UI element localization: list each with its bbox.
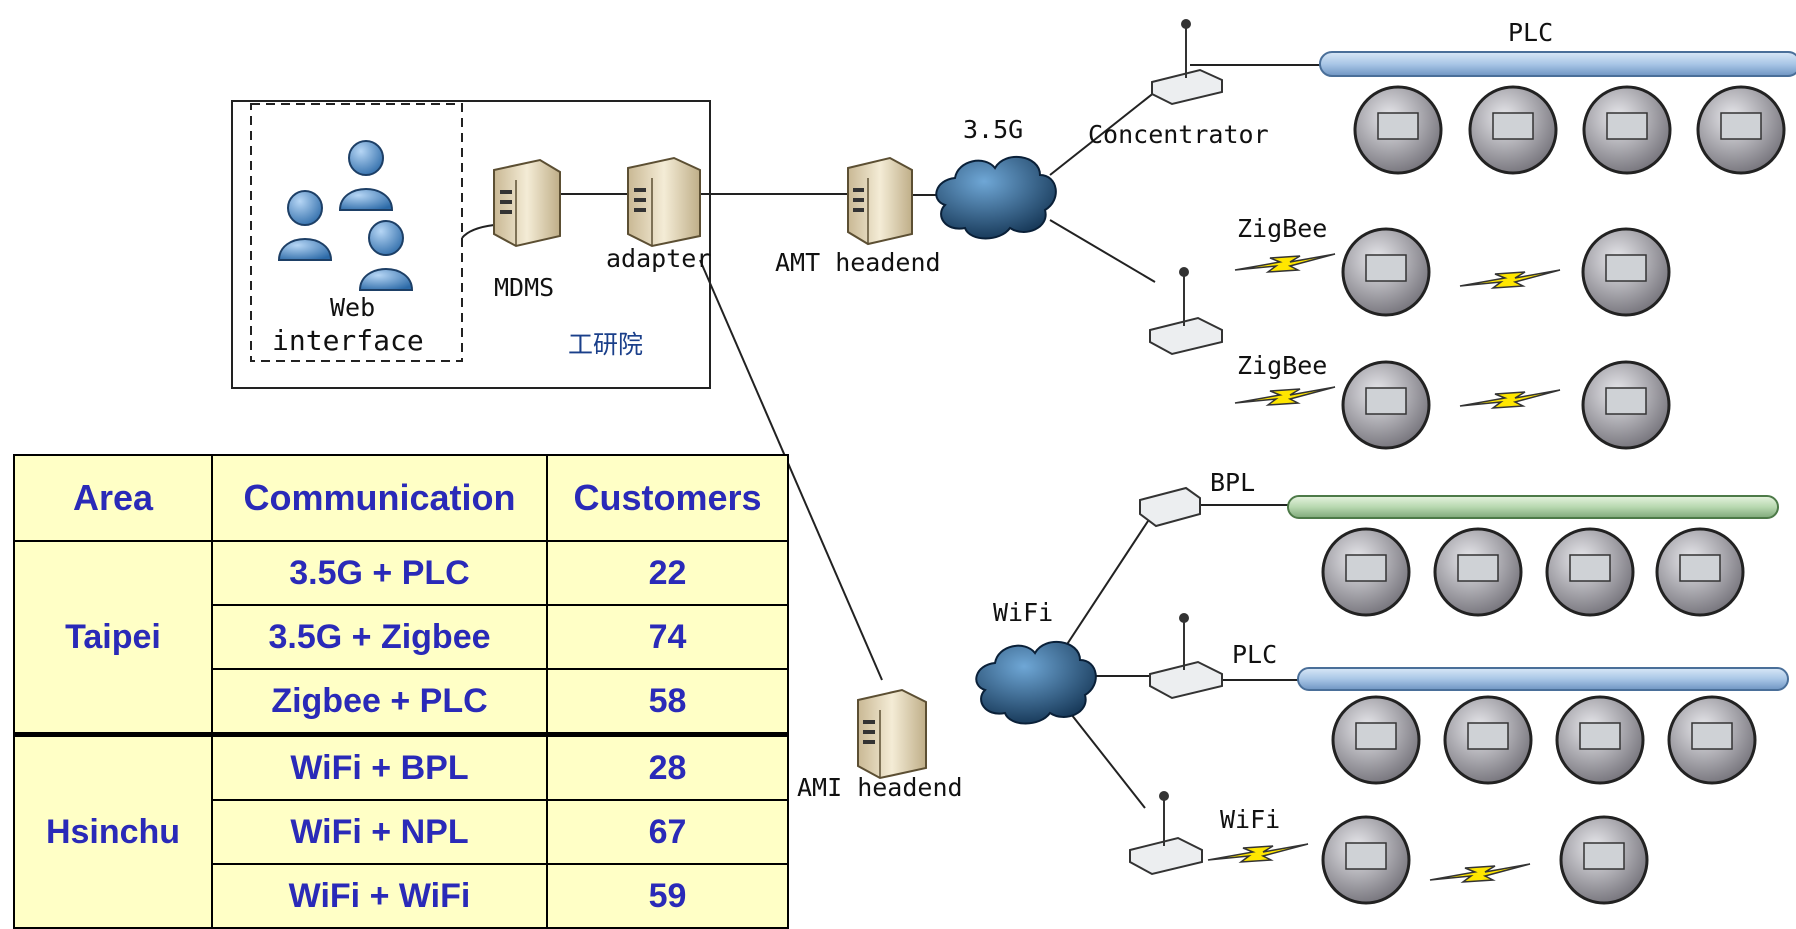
concentrator-label: Concentrator bbox=[1088, 120, 1269, 149]
plc-top-label: PLC bbox=[1508, 18, 1554, 47]
web-label: Web bbox=[330, 293, 376, 322]
communication-cell: 3.5G + PLC bbox=[211, 540, 548, 606]
communication-cell: 3.5G + Zigbee bbox=[211, 604, 548, 670]
header-customers: Customers bbox=[546, 454, 789, 542]
bpl-label: BPL bbox=[1210, 468, 1256, 497]
deployment-table: Area Communication Customers Taipei 3.5G… bbox=[13, 454, 789, 929]
area-cell: Taipei bbox=[13, 540, 213, 736]
ami-headend-server-icon bbox=[857, 688, 927, 780]
network-3-5g-label: 3.5G bbox=[963, 115, 1024, 144]
customers-cell: 67 bbox=[546, 799, 789, 865]
cloud-wifi-icon bbox=[975, 640, 1097, 725]
amt-headend-label: AMT headend bbox=[775, 248, 941, 277]
customers-cell: 74 bbox=[546, 604, 789, 670]
header-area: Area bbox=[13, 454, 213, 542]
communication-cell: Zigbee + PLC bbox=[211, 668, 548, 736]
wifi-cloud-label: WiFi bbox=[993, 598, 1054, 627]
table-row: WiFi + WiFi 59 bbox=[14, 863, 789, 929]
plc-access-point-icon bbox=[1149, 613, 1223, 700]
web-interface-box bbox=[250, 103, 463, 362]
user-group-icon bbox=[277, 140, 414, 291]
amt-headend-server-icon bbox=[847, 156, 913, 246]
concentrator-antenna-icon bbox=[1151, 19, 1223, 106]
customers-cell: 58 bbox=[546, 668, 789, 736]
table-header-row: Area Communication Customers bbox=[13, 454, 789, 542]
plc-top-line bbox=[1319, 51, 1796, 77]
communication-cell: WiFi + NPL bbox=[211, 799, 548, 865]
zigbee-label-2: ZigBee bbox=[1237, 351, 1328, 380]
communication-cell: WiFi + WiFi bbox=[211, 863, 548, 929]
network-links bbox=[461, 64, 1328, 809]
mdms-server-icon bbox=[493, 158, 561, 248]
plc-bottom-line bbox=[1297, 667, 1789, 691]
adapter-label: adapter bbox=[606, 244, 712, 273]
meter-displays bbox=[1345, 112, 1762, 870]
area-cell: Hsinchu bbox=[13, 732, 213, 929]
table-row: Hsinchu WiFi + BPL 28 bbox=[13, 732, 789, 929]
mdms-label: MDMS bbox=[494, 273, 555, 302]
communication-cell: WiFi + BPL bbox=[211, 732, 548, 801]
zigbee-access-point-icon bbox=[1149, 267, 1223, 356]
bpl-line bbox=[1287, 495, 1779, 519]
table-row: WiFi + NPL 67 bbox=[14, 799, 789, 865]
table-row: Zigbee + PLC 58 bbox=[14, 668, 789, 736]
customers-cell: 22 bbox=[546, 540, 789, 606]
adapter-server-icon bbox=[627, 156, 701, 248]
zigbee-label-1: ZigBee bbox=[1237, 214, 1328, 243]
customers-cell: 59 bbox=[546, 863, 789, 929]
customers-cell: 28 bbox=[546, 732, 789, 801]
table-row: Taipei 3.5G + PLC 22 bbox=[13, 540, 789, 736]
table-row: 3.5G + Zigbee 74 bbox=[14, 604, 789, 670]
header-communication: Communication bbox=[211, 454, 548, 542]
wifi-access-point-icon bbox=[1129, 791, 1203, 876]
ami-headend-label: AMI headend bbox=[797, 773, 963, 802]
plc-bottom-label: PLC bbox=[1232, 640, 1278, 669]
bpl-modem-icon bbox=[1139, 486, 1201, 528]
wireless-link-icons bbox=[1207, 253, 1561, 883]
wifi-link-label: WiFi bbox=[1220, 805, 1281, 834]
interface-label: interface bbox=[272, 324, 424, 357]
cloud-3-5g-icon bbox=[935, 155, 1057, 240]
itri-label: 工研院 bbox=[568, 330, 644, 359]
